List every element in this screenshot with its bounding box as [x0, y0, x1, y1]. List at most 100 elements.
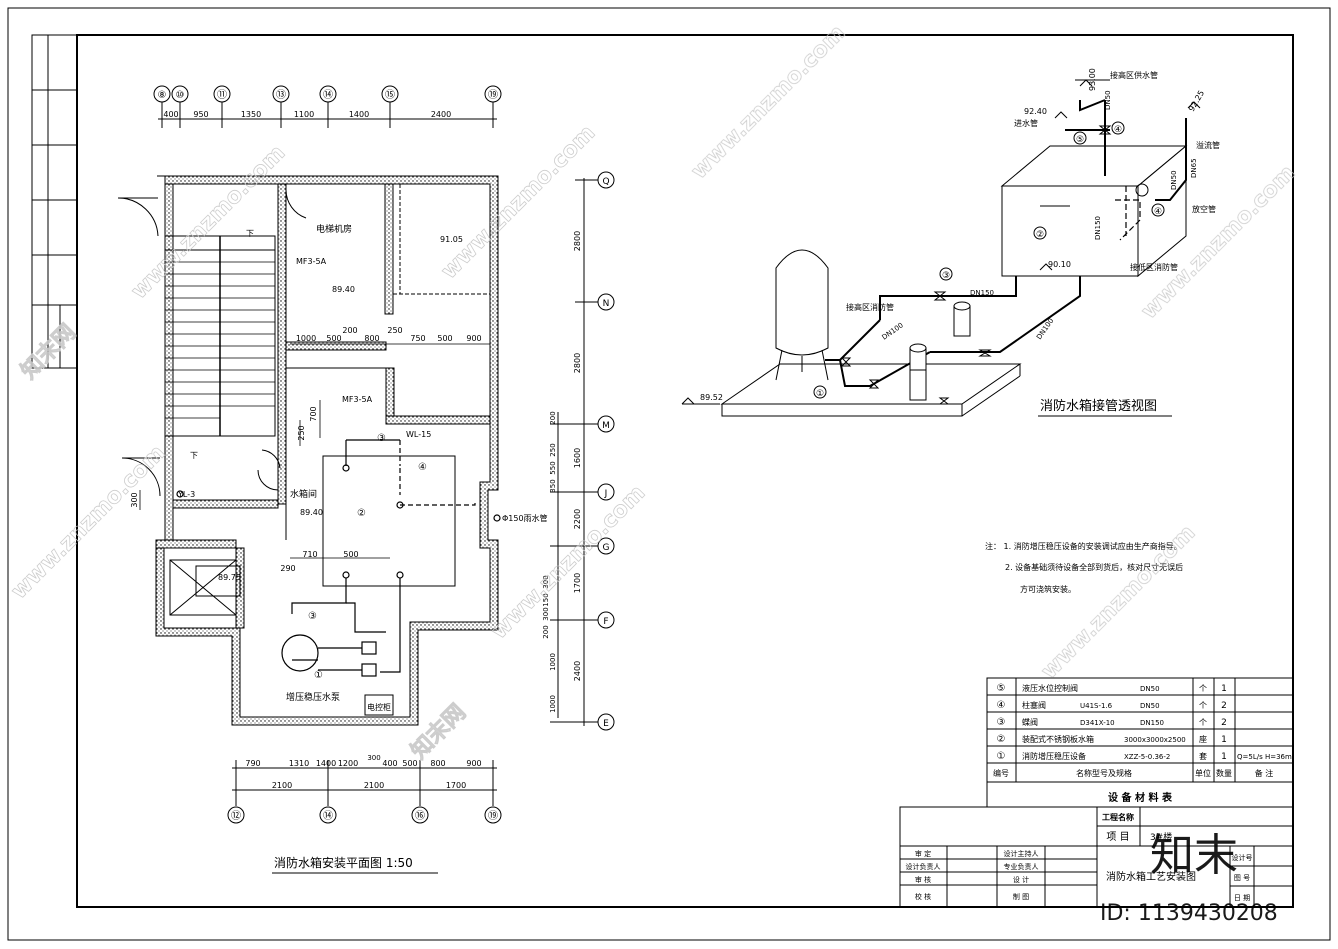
- label-elev-c: 89.40: [300, 508, 323, 517]
- iso-elev-bottom: 90.10: [1048, 260, 1071, 269]
- dim-right-5: 1700: [573, 573, 582, 593]
- mat-header-name: 名称型号及规格: [1076, 768, 1132, 778]
- dim-bottom-4: 1200: [338, 759, 358, 768]
- watermark-id: ID: 1139430208: [1100, 901, 1278, 926]
- label-down-a: 下: [246, 229, 254, 238]
- iso-inlet: 进水管: [1014, 118, 1038, 128]
- axis-bottom-2: ⑭: [323, 810, 333, 822]
- mat-4-no: ①: [997, 751, 1006, 762]
- tb-project-name-label: 工程名称: [1102, 812, 1134, 822]
- mat-2-no: ③: [997, 717, 1006, 728]
- dim-inner-13: 250: [297, 425, 306, 440]
- iso-dn150-b: DN150: [970, 289, 994, 297]
- tb-drawing-title: 消防水箱工艺安装图: [1106, 870, 1196, 883]
- mat-2-name: 蝶阀: [1022, 717, 1038, 727]
- tb-right-1: 设计号: [1232, 853, 1253, 862]
- axis-top-3: ⑪: [217, 89, 227, 101]
- dim-top-4: 1100: [294, 110, 314, 119]
- dim-right-sub-3: 550: [549, 461, 557, 474]
- axis-top-4: ⑬: [276, 89, 286, 101]
- dim-bottom-2: 1310: [289, 759, 309, 768]
- tb-role-mid-4: 制 图: [1013, 892, 1029, 901]
- iso-elev-top: 93.00: [1088, 68, 1097, 91]
- mat-4-spec: XZZ-5-0.36-2: [1124, 753, 1170, 761]
- mat-2-dn: DN150: [1140, 719, 1164, 727]
- dim-bottom-9: 900: [466, 759, 481, 768]
- plan-partitions: [117, 183, 491, 716]
- tb-role-left-1: 审 定: [915, 849, 931, 858]
- mat-1-name: 柱塞阀: [1022, 700, 1046, 710]
- tb-role-left-4: 校 核: [915, 892, 931, 901]
- label-elev-a: 91.05: [440, 235, 463, 244]
- iso-supply-high: 接高区供水管: [1110, 70, 1158, 80]
- iso-low-zone: 接低区消防管: [1130, 262, 1178, 272]
- dim-top-2: 950: [193, 110, 208, 119]
- iso-dn150-a: DN150: [1094, 216, 1102, 240]
- materials-table: ⑤ 液压水位控制阀 DN50 个 1 ④ 柱塞阀 U41S-1.6 DN50 个…: [986, 677, 1294, 808]
- mat-1-dn: DN50: [1140, 702, 1160, 710]
- iso-high-zone-fire: 接高区消防管: [846, 302, 894, 312]
- mat-4-unit: 套: [1199, 751, 1207, 761]
- note-line-3: 方可浇筑安装。: [1020, 584, 1076, 594]
- mat-0-qty: 1: [1221, 684, 1227, 694]
- watermark-brand-big: 知末: [1150, 830, 1238, 881]
- watermark-site-7: www.znzmo.com: [687, 20, 851, 184]
- iso-dn100-a: DN100: [881, 321, 905, 341]
- dim-inner-7: 500: [437, 334, 452, 343]
- mat-0-dn: DN50: [1140, 685, 1160, 693]
- axis-right-5: G: [603, 543, 610, 553]
- axis-top-5: ⑭: [323, 89, 333, 101]
- dim-inner-4: 800: [364, 334, 379, 343]
- dim-inner-9: 710: [302, 550, 317, 559]
- axis-top-6: ⑮: [385, 89, 395, 101]
- dim-bottom-10: 2100: [272, 781, 292, 790]
- dim-inner-12: 700: [309, 406, 318, 421]
- plan-item-3a: ③: [377, 433, 386, 444]
- dim-top-5: 1400: [349, 110, 369, 119]
- axis-top-7: ⑲: [488, 89, 498, 101]
- dim-right-4: 2200: [573, 509, 582, 529]
- tb-item-value: 3#楼: [1150, 831, 1172, 843]
- label-pump-room: 水箱间: [290, 488, 317, 500]
- dim-bottom-5: 300: [367, 754, 380, 762]
- dim-bottom-11: 2100: [364, 781, 384, 790]
- iso-title: 消防水箱接管透视图: [1040, 398, 1157, 414]
- tb-role-left-2: 设计负责人: [906, 862, 941, 871]
- dim-bottom-7: 500: [402, 759, 417, 768]
- iso-elev-base: 89.52: [700, 393, 723, 402]
- axis-right-7: E: [603, 719, 609, 729]
- dim-bottom-12: 1700: [446, 781, 466, 790]
- note-line-1: 注： 1. 消防增压稳压设备的安装调试应由生产商指导。: [985, 541, 1182, 551]
- mat-header-unit: 单位: [1195, 768, 1211, 778]
- label-downpipe-b: WL-15: [406, 430, 431, 439]
- plan-piping: [176, 439, 501, 677]
- dim-bottom-8: 800: [430, 759, 445, 768]
- mat-header-note: 备 注: [1255, 768, 1274, 778]
- mat-header-no: 编号: [993, 768, 1009, 778]
- label-rain-pipe: Φ150雨水管: [502, 513, 548, 523]
- plan-item-1: ①: [314, 670, 323, 681]
- dim-inner-1: 1000: [296, 334, 316, 343]
- watermark-site-1: www.znzmo.com: [127, 140, 291, 304]
- dim-inner-10: 500: [343, 550, 358, 559]
- iso-dn65: DN65: [1190, 158, 1198, 178]
- material-row-4: ① 消防增压稳压设备 XZZ-5-0.36-2 套 1 Q=5L/s H=36m: [997, 751, 1292, 762]
- iso-dn100-b: DN100: [1035, 317, 1055, 341]
- mat-1-no: ④: [997, 700, 1006, 711]
- label-down-b: 下: [190, 451, 198, 460]
- plan-top-dims: [153, 85, 502, 128]
- mat-1-spec: U41S-1.6: [1080, 702, 1113, 710]
- axis-right-3: M: [602, 421, 610, 431]
- label-control-cabinet: 电控柜: [367, 702, 391, 712]
- dim-right-sub-7: 300: [542, 607, 550, 620]
- dim-inner-6: 750: [410, 334, 425, 343]
- material-row-1: ④ 柱塞阀 U41S-1.6 DN50 个 2: [997, 700, 1227, 711]
- plan-bottom-dims: [227, 760, 502, 824]
- axis-bottom-3: ⑯: [415, 810, 425, 822]
- label-door-a: MF3-5A: [296, 257, 327, 266]
- dim-right-sub-5: 300: [542, 575, 550, 588]
- iso-view: 93.00 接高区供水管 92.40 进水管 92.25 溢流管 DN50 DN…: [681, 68, 1220, 417]
- axis-right-4: J: [604, 489, 608, 499]
- mat-4-qty: 1: [1221, 752, 1227, 762]
